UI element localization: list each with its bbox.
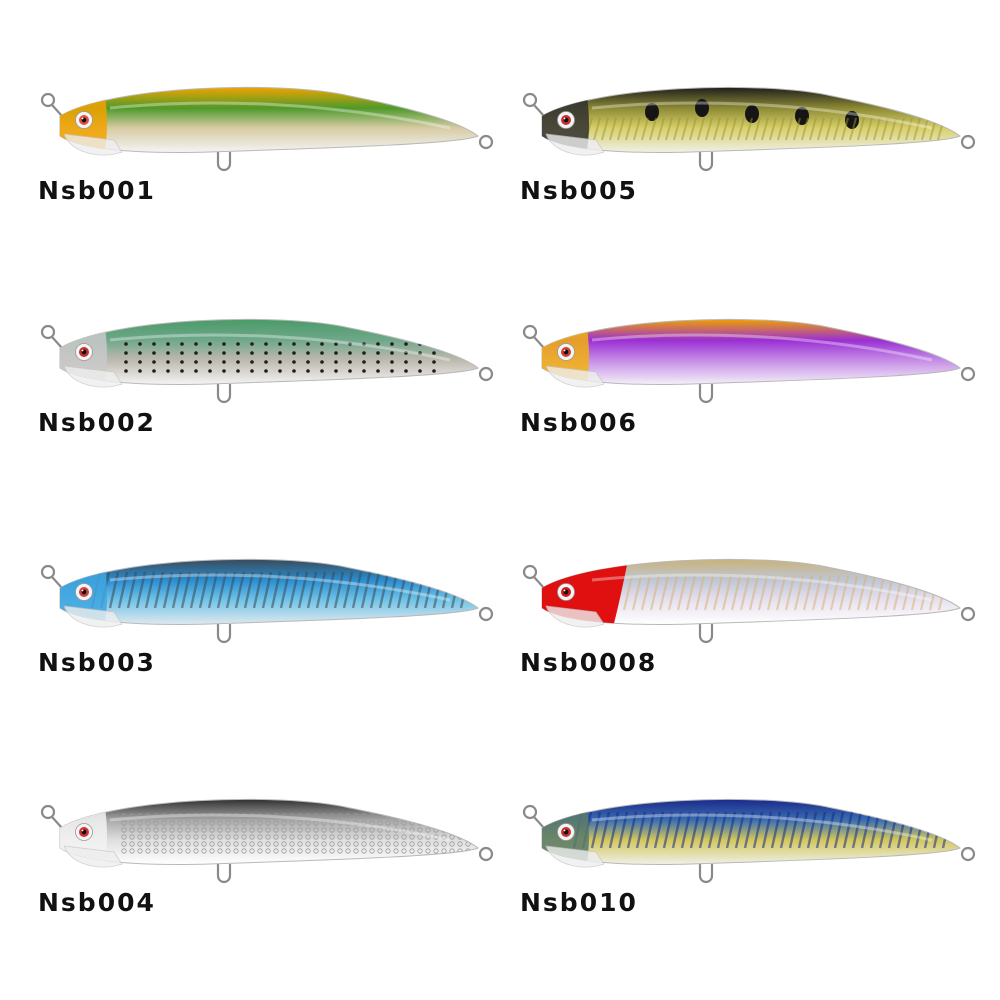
belly-hook-eye xyxy=(216,864,232,884)
line-tie-ring xyxy=(40,804,56,820)
lure-lip xyxy=(545,845,605,868)
line-tie-ring xyxy=(40,564,56,580)
belly-hook-eye xyxy=(698,384,714,404)
tail-ring xyxy=(960,606,976,622)
fishing-lure-icon xyxy=(30,550,495,646)
lure-lip xyxy=(63,845,123,868)
lure-code-label: Nsb004 xyxy=(38,888,156,917)
belly-hook-eye xyxy=(698,864,714,884)
lure-code-label: Nsb002 xyxy=(38,408,156,437)
lure-drawing xyxy=(40,86,494,172)
fishing-lure-icon xyxy=(512,790,977,886)
lure-card: Nsb004 xyxy=(0,712,500,952)
lure-code-label: Nsb006 xyxy=(520,408,638,437)
fishing-lure-icon xyxy=(512,78,977,174)
belly-hook-eye xyxy=(216,384,232,404)
lure-code-label: Nsb005 xyxy=(520,176,638,205)
line-tie-ring xyxy=(522,92,538,108)
lure-card: Nsb001 xyxy=(0,0,500,240)
lure-card: Nsb006 xyxy=(482,232,982,472)
lure-drawing xyxy=(522,558,976,644)
lure-card: Nsb005 xyxy=(482,0,982,240)
lure-card: Nsb002 xyxy=(0,232,500,472)
line-tie-ring xyxy=(522,324,538,340)
belly-hook-eye xyxy=(698,624,714,644)
tail-ring xyxy=(960,134,976,150)
tail-ring xyxy=(478,606,494,622)
lure-drawing xyxy=(40,798,494,884)
lure-lip xyxy=(545,365,605,388)
lure-card: Nsb010 xyxy=(482,712,982,952)
lure-code-label: Nsb003 xyxy=(38,648,156,677)
lure-code-label: Nsb0008 xyxy=(520,648,658,677)
lure-card: Nsb0008 xyxy=(482,472,982,712)
line-tie-ring xyxy=(522,564,538,580)
fishing-lure-icon xyxy=(30,790,495,886)
tail-ring xyxy=(478,366,494,382)
lure-lip xyxy=(63,133,123,156)
tail-ring xyxy=(960,846,976,862)
lure-lip xyxy=(545,133,605,156)
lure-lip xyxy=(545,605,605,628)
line-tie-ring xyxy=(522,804,538,820)
lure-code-label: Nsb010 xyxy=(520,888,638,917)
tail-ring xyxy=(478,134,494,150)
belly-hook-eye xyxy=(216,624,232,644)
tail-ring xyxy=(478,846,494,862)
lure-drawing xyxy=(522,86,976,172)
lure-drawing xyxy=(40,318,494,404)
line-tie-ring xyxy=(40,92,56,108)
line-tie-ring xyxy=(40,324,56,340)
lure-drawing xyxy=(522,798,976,884)
fishing-lure-icon xyxy=(512,310,977,406)
fishing-lure-icon xyxy=(512,550,977,646)
lure-drawing xyxy=(40,558,494,644)
lure-drawing xyxy=(522,318,976,404)
fishing-lure-icon xyxy=(30,310,495,406)
lure-code-label: Nsb001 xyxy=(38,176,156,205)
lure-lip xyxy=(63,605,123,628)
tail-ring xyxy=(960,366,976,382)
fishing-lure-icon xyxy=(30,78,495,174)
belly-hook-eye xyxy=(698,152,714,172)
belly-hook-eye xyxy=(216,152,232,172)
lure-card: Nsb003 xyxy=(0,472,500,712)
lure-lip xyxy=(63,365,123,388)
